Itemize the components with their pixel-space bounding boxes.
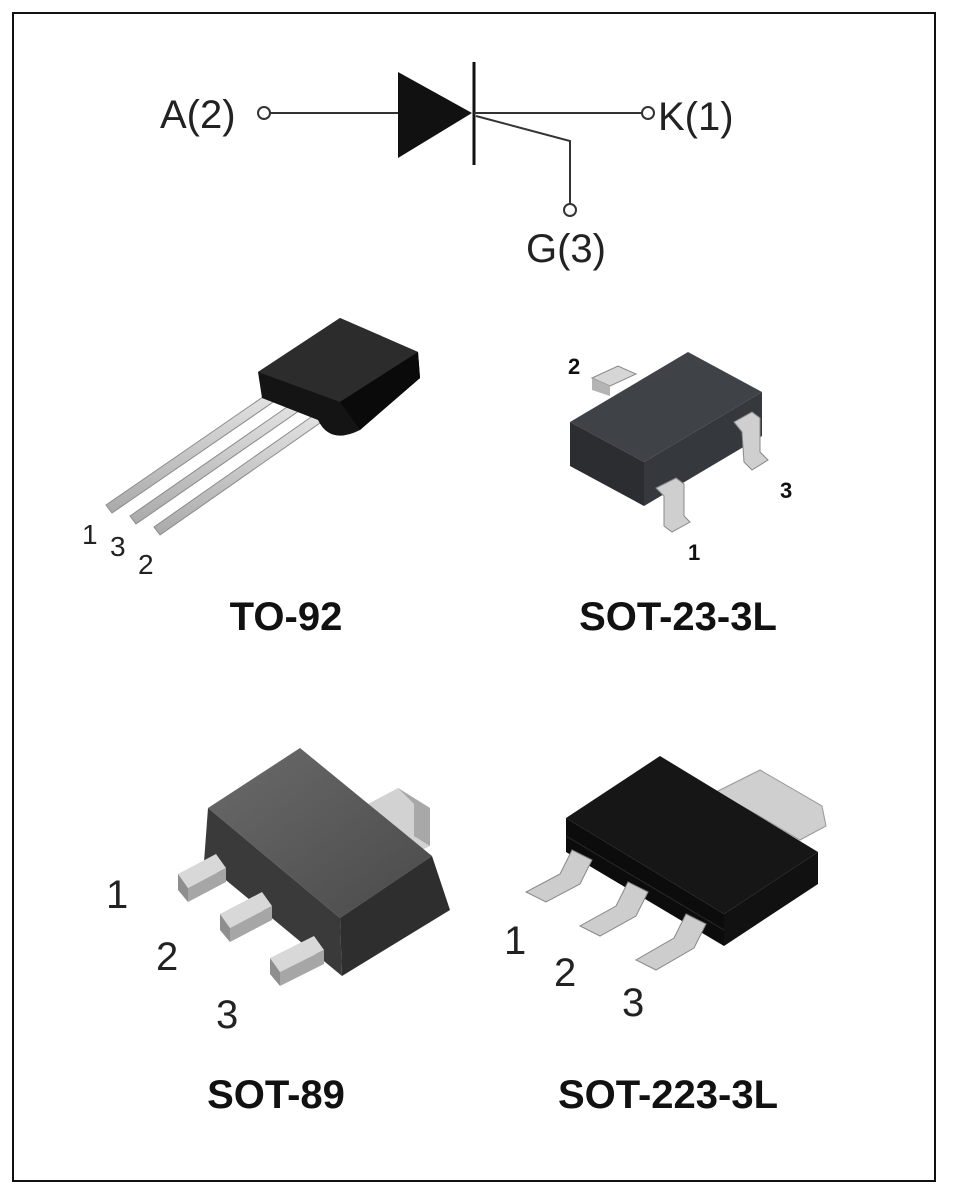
sot23-title: SOT-23-3L: [579, 595, 777, 639]
sot23-lead-1: [655, 477, 691, 533]
sot223-package: 1 2 3 SOT-223-3L: [504, 756, 827, 1117]
anode-label: A(2): [160, 93, 236, 137]
sot223-leads: [524, 849, 707, 971]
sot89-pin-1: 1: [106, 873, 128, 917]
to92-pin-2: 2: [138, 549, 154, 580]
gate-label: G(3): [526, 227, 606, 271]
sot89-pin-3: 3: [216, 993, 238, 1037]
gate-wire: [475, 115, 571, 204]
sot23-package: 2 3 1 SOT-23-3L: [568, 352, 792, 639]
sot23-pin-1: 1: [688, 540, 700, 565]
to92-pin-3: 3: [110, 531, 126, 562]
sot223-tab: [714, 769, 827, 841]
sot223-pin-3: 3: [622, 981, 644, 1025]
diagram-frame: [12, 12, 936, 1182]
sot23-pin-3: 3: [780, 478, 792, 503]
sot89-package: 1 2 3 SOT-89: [106, 748, 450, 1117]
sot23-pin-2: 2: [568, 354, 580, 379]
to92-title: TO-92: [230, 595, 343, 639]
sot223-pin-2: 2: [554, 951, 576, 995]
gate-terminal: [563, 203, 577, 217]
to92-leads: [105, 387, 331, 536]
sot89-title: SOT-89: [207, 1073, 345, 1117]
sot223-body: [566, 756, 818, 914]
diode-triangle: [398, 72, 472, 158]
anode-terminal: [257, 106, 271, 120]
sot89-body: [208, 748, 432, 918]
sot89-pin-2: 2: [156, 935, 178, 979]
cathode-terminal: [641, 106, 655, 120]
sot23-lead-3: [733, 411, 769, 471]
cathode-label: K(1): [658, 95, 734, 139]
sot223-pin-1: 1: [504, 919, 526, 963]
to92-pin-1: 1: [82, 519, 98, 550]
sot23-body: [570, 352, 762, 462]
sot223-title: SOT-223-3L: [558, 1073, 778, 1117]
to92-package: 1 3 2 TO-92: [82, 318, 420, 639]
scr-symbol: A(2) K(1) G(3): [160, 62, 734, 271]
sot89-leads: [178, 854, 324, 986]
